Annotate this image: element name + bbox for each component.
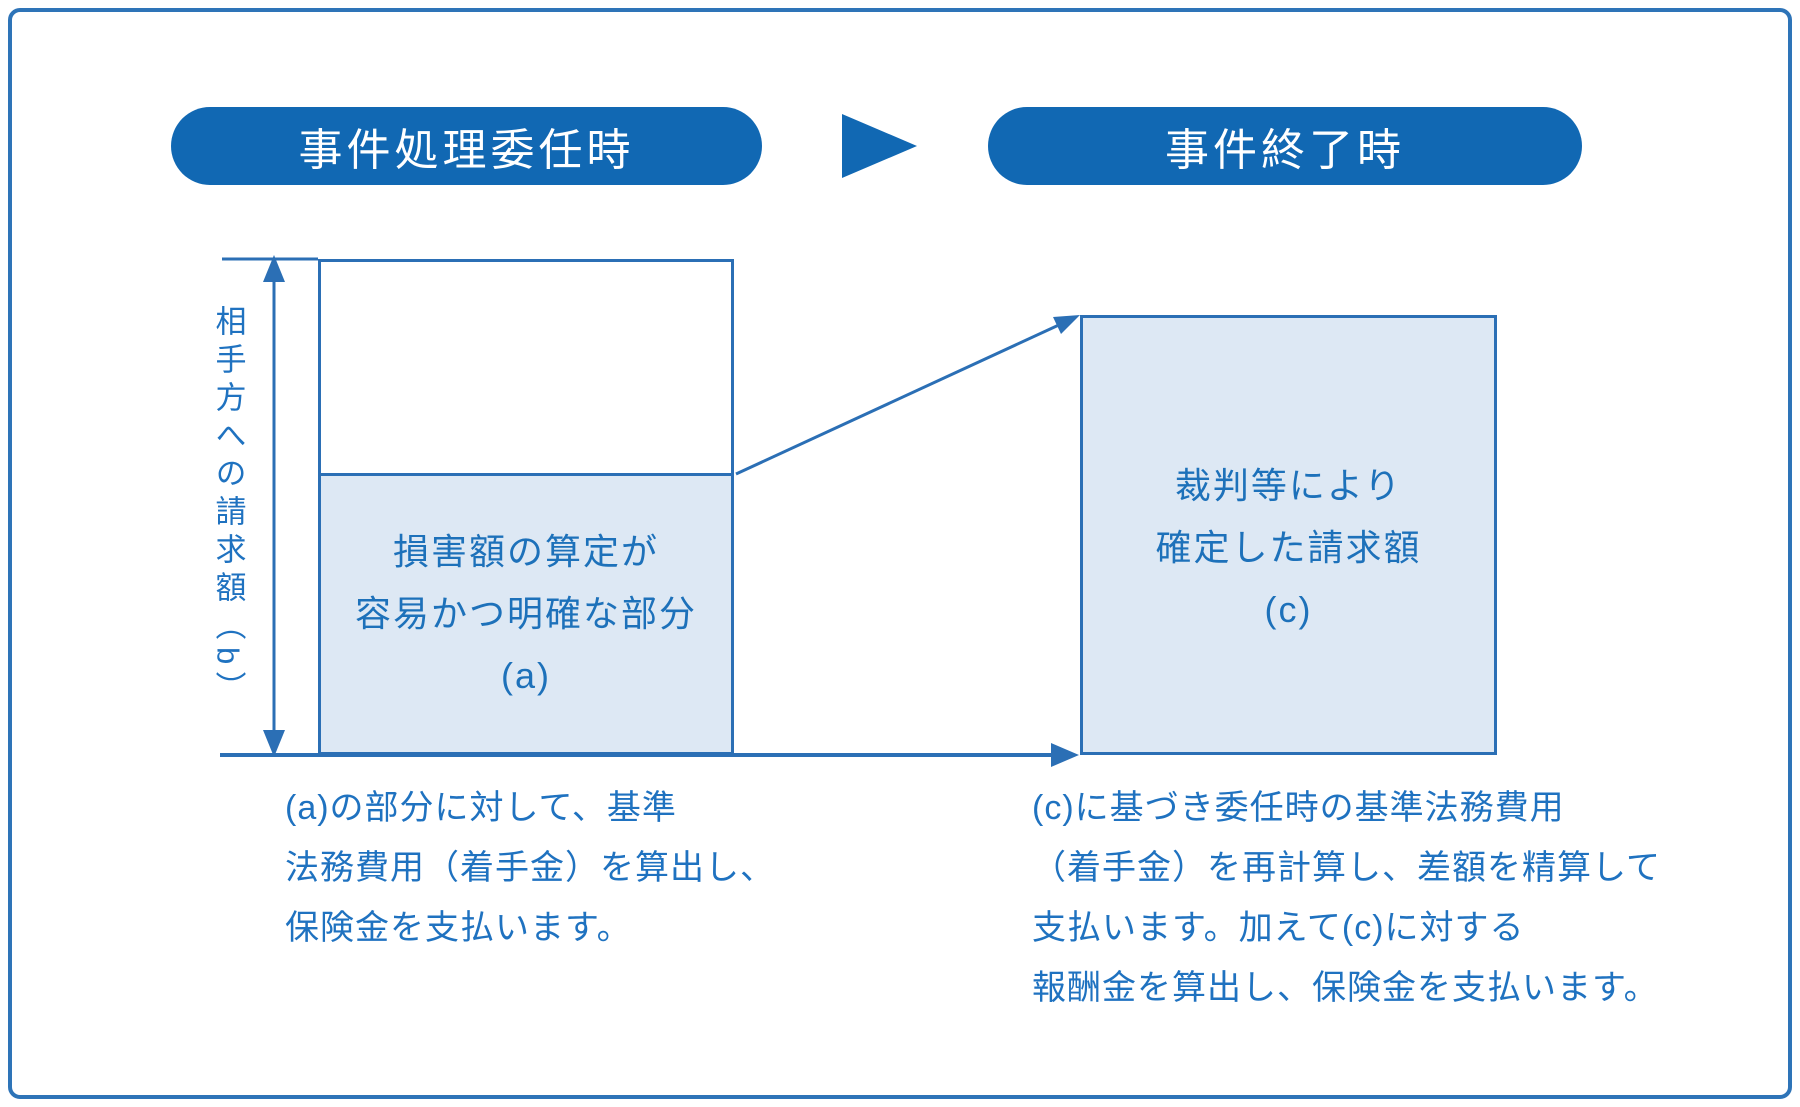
- box-c-label-line3: (c): [1264, 589, 1313, 630]
- note-settlement-line4: 報酬金を算出し、保険金を支払います。: [1032, 969, 1659, 1007]
- phase-pill-end: 事件終了時: [988, 107, 1582, 185]
- note-delegation-line2: 法務費用（着手金）を算出し、: [285, 849, 775, 887]
- phase-pill-end-label: 事件終了時: [1165, 126, 1405, 175]
- phase-pill-delegation-label: 事件処理委任時: [298, 126, 635, 175]
- box-a-label-line1: 損害額の算定が: [392, 531, 659, 572]
- note-delegation: (a)の部分に対して、基準 法務費用（着手金）を算出し、 保険金を支払います。: [285, 778, 845, 958]
- note-delegation-line1: (a)の部分に対して、基準: [285, 789, 677, 827]
- note-settlement-line2: （着手金）を再計算し、差額を精算して: [1032, 849, 1661, 887]
- box-a-label-line2: 容易かつ明確な部分: [354, 593, 697, 634]
- chart-box-a-shaded-area: 損害額の算定が 容易かつ明確な部分 (a): [321, 473, 731, 752]
- arrow-right-icon: [842, 114, 917, 178]
- note-settlement: (c)に基づき委任時の基準法務費用 （着手金）を再計算し、差額を精算して 支払い…: [1032, 778, 1692, 1018]
- box-c-label-line1: 裁判等により: [1174, 465, 1403, 506]
- chart-box-determined-claim: 裁判等により 確定した請求額 (c): [1080, 315, 1497, 755]
- frame-border: [8, 8, 1792, 1099]
- note-settlement-line3: 支払います。加えて(c)に対する: [1032, 909, 1525, 947]
- axis-label-claim-amount: 相手方への請求額（b）: [210, 304, 246, 710]
- box-a-label-line3: (a): [501, 655, 551, 696]
- phase-pill-delegation: 事件処理委任時: [171, 107, 762, 185]
- chart-box-delegation: 損害額の算定が 容易かつ明確な部分 (a): [318, 259, 734, 755]
- note-settlement-line1: (c)に基づき委任時の基準法務費用: [1032, 789, 1565, 827]
- note-delegation-line3: 保険金を支払います。: [285, 909, 632, 947]
- box-c-label-line2: 確定した請求額: [1155, 527, 1422, 568]
